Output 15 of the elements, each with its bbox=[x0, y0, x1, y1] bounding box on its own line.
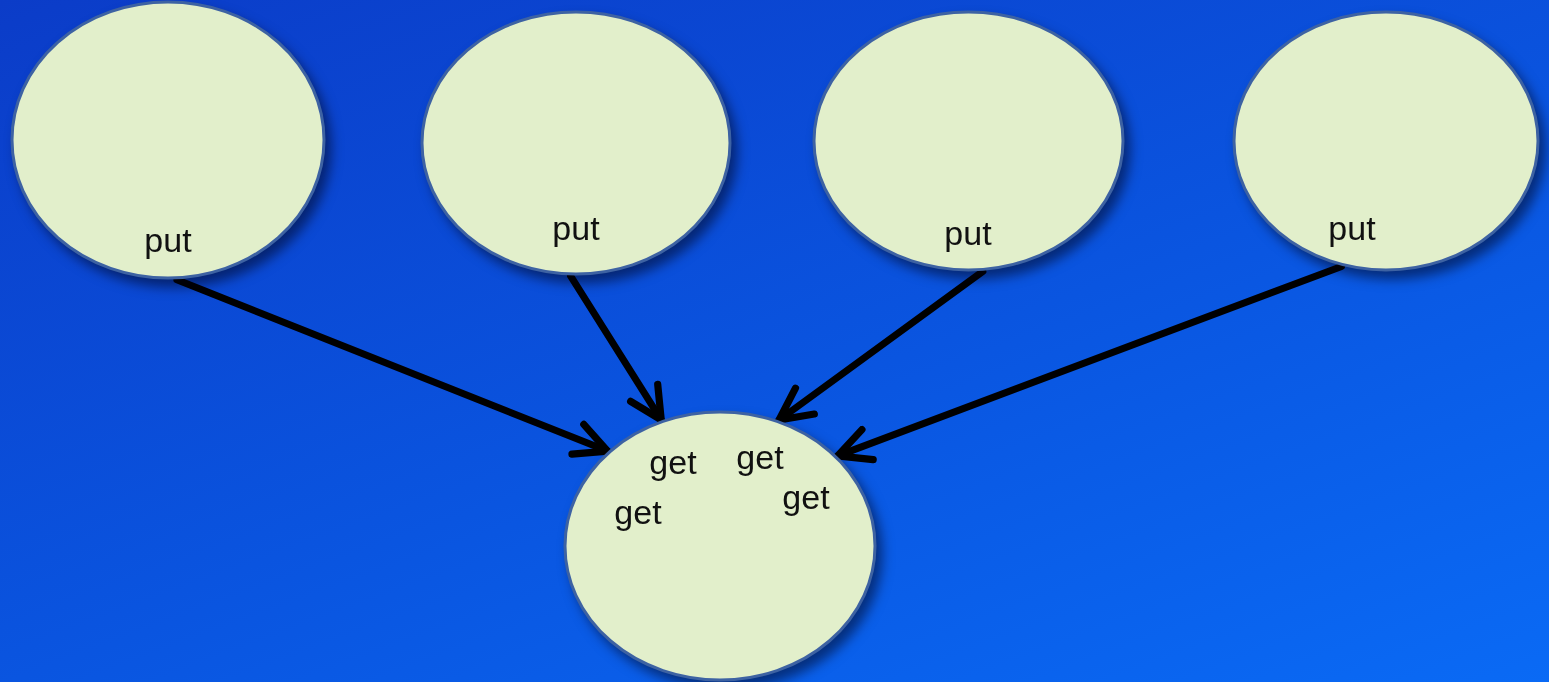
ellipse-node bbox=[563, 410, 877, 682]
node-label: get bbox=[614, 492, 662, 532]
node-label: put bbox=[1328, 208, 1376, 248]
arrow bbox=[834, 262, 1346, 464]
node-label: put bbox=[144, 220, 192, 260]
node-label: put bbox=[944, 213, 992, 253]
node-label: get bbox=[649, 442, 697, 482]
ellipse-node bbox=[812, 10, 1125, 272]
node-label: get bbox=[782, 477, 830, 517]
node-label: get bbox=[736, 437, 784, 477]
ellipse-node bbox=[10, 0, 326, 280]
node-label: put bbox=[552, 208, 600, 248]
arrow bbox=[173, 276, 612, 458]
ellipse-node bbox=[1232, 10, 1540, 272]
ellipse-node bbox=[420, 10, 732, 276]
